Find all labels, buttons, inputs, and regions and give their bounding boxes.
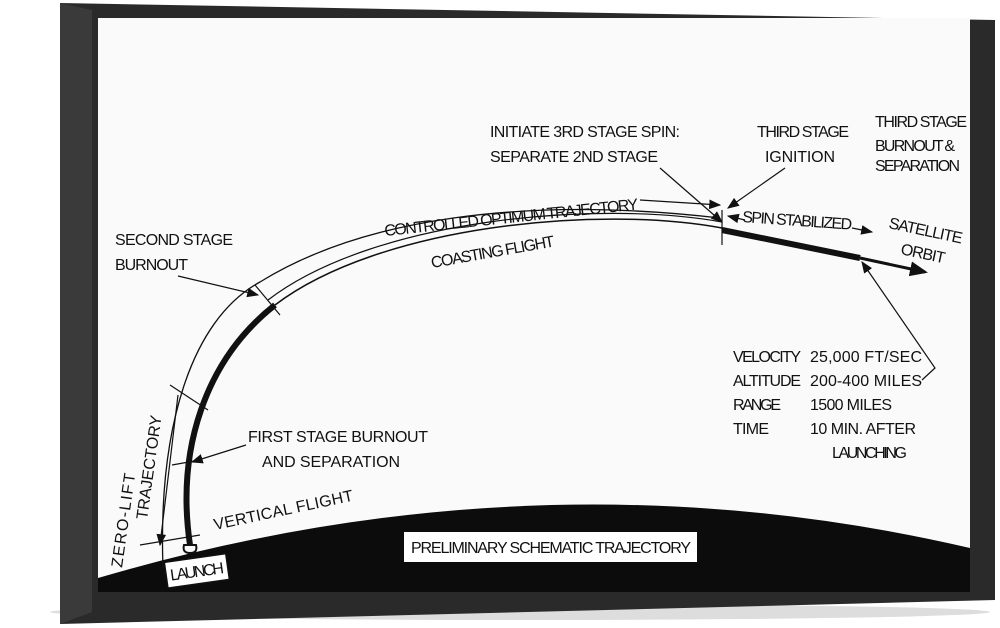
label-ignition-2: IGNITION — [765, 149, 835, 166]
label-second-1: SECOND STAGE — [115, 232, 233, 249]
diagram-title: PRELIMINARY SCHEMATIC TRAJECTORY — [411, 540, 691, 557]
orbit-arrow — [859, 256, 928, 277]
arrow-initiate — [659, 167, 723, 223]
first-second-stage-powered — [183, 302, 277, 546]
zero-lift-arrow — [156, 394, 179, 547]
tick — [169, 384, 209, 411]
zero-lift-line — [161, 208, 721, 569]
label-burnout3-1: THIRD STAGE — [875, 114, 967, 131]
stat-value: 10 MIN. AFTER — [810, 421, 916, 438]
controlled-trajectory — [267, 212, 723, 301]
arrow-ignition — [727, 167, 786, 209]
coasting-trajectory — [274, 218, 723, 306]
canvas — [98, 18, 970, 592]
label-first-2: AND SEPARATION — [262, 454, 400, 471]
label-burnout3-2: BURNOUT & — [875, 138, 955, 155]
stats-block: VELOCITY 25,000 FT/SEC ALTITUDE 200-400 … — [733, 349, 922, 462]
launch-label-box: LAUNCH — [163, 552, 231, 589]
arrow-spin — [851, 225, 874, 235]
stat-value: 1500 MILES — [810, 397, 892, 414]
stat-label: VELOCITY — [733, 349, 801, 366]
launch-pad — [182, 544, 198, 555]
arrow-second-stage — [177, 275, 260, 298]
label-ignition-1: THIRD STAGE — [757, 124, 849, 141]
tick — [139, 534, 201, 546]
stat-value: 25,000 FT/SEC — [810, 349, 922, 366]
arrow-controlled — [639, 199, 722, 210]
label-second-2: BURNOUT — [115, 257, 188, 274]
stat-value: 200-400 MILES — [810, 373, 922, 390]
frame-side — [60, 3, 92, 624]
arrow-burnout3 — [861, 261, 936, 381]
third-stage-powered — [721, 227, 861, 261]
label-initiate-1: INITIATE 3RD STAGE SPIN: — [490, 124, 680, 141]
stat-continuation: LAUNCHING — [832, 445, 907, 462]
stat-label: RANGE — [733, 397, 781, 414]
stat-label: ALTITUDE — [733, 373, 801, 390]
arrow-spin-left — [726, 213, 746, 224]
label-burnout3-3: SEPARATION — [875, 158, 960, 175]
title-box — [404, 532, 697, 562]
label-initiate-2: SEPARATE 2ND STAGE — [490, 149, 658, 166]
arrow-first-stage — [190, 444, 247, 464]
label-first-1: FIRST STAGE BURNOUT — [248, 429, 428, 446]
stat-label: TIME — [733, 421, 769, 438]
